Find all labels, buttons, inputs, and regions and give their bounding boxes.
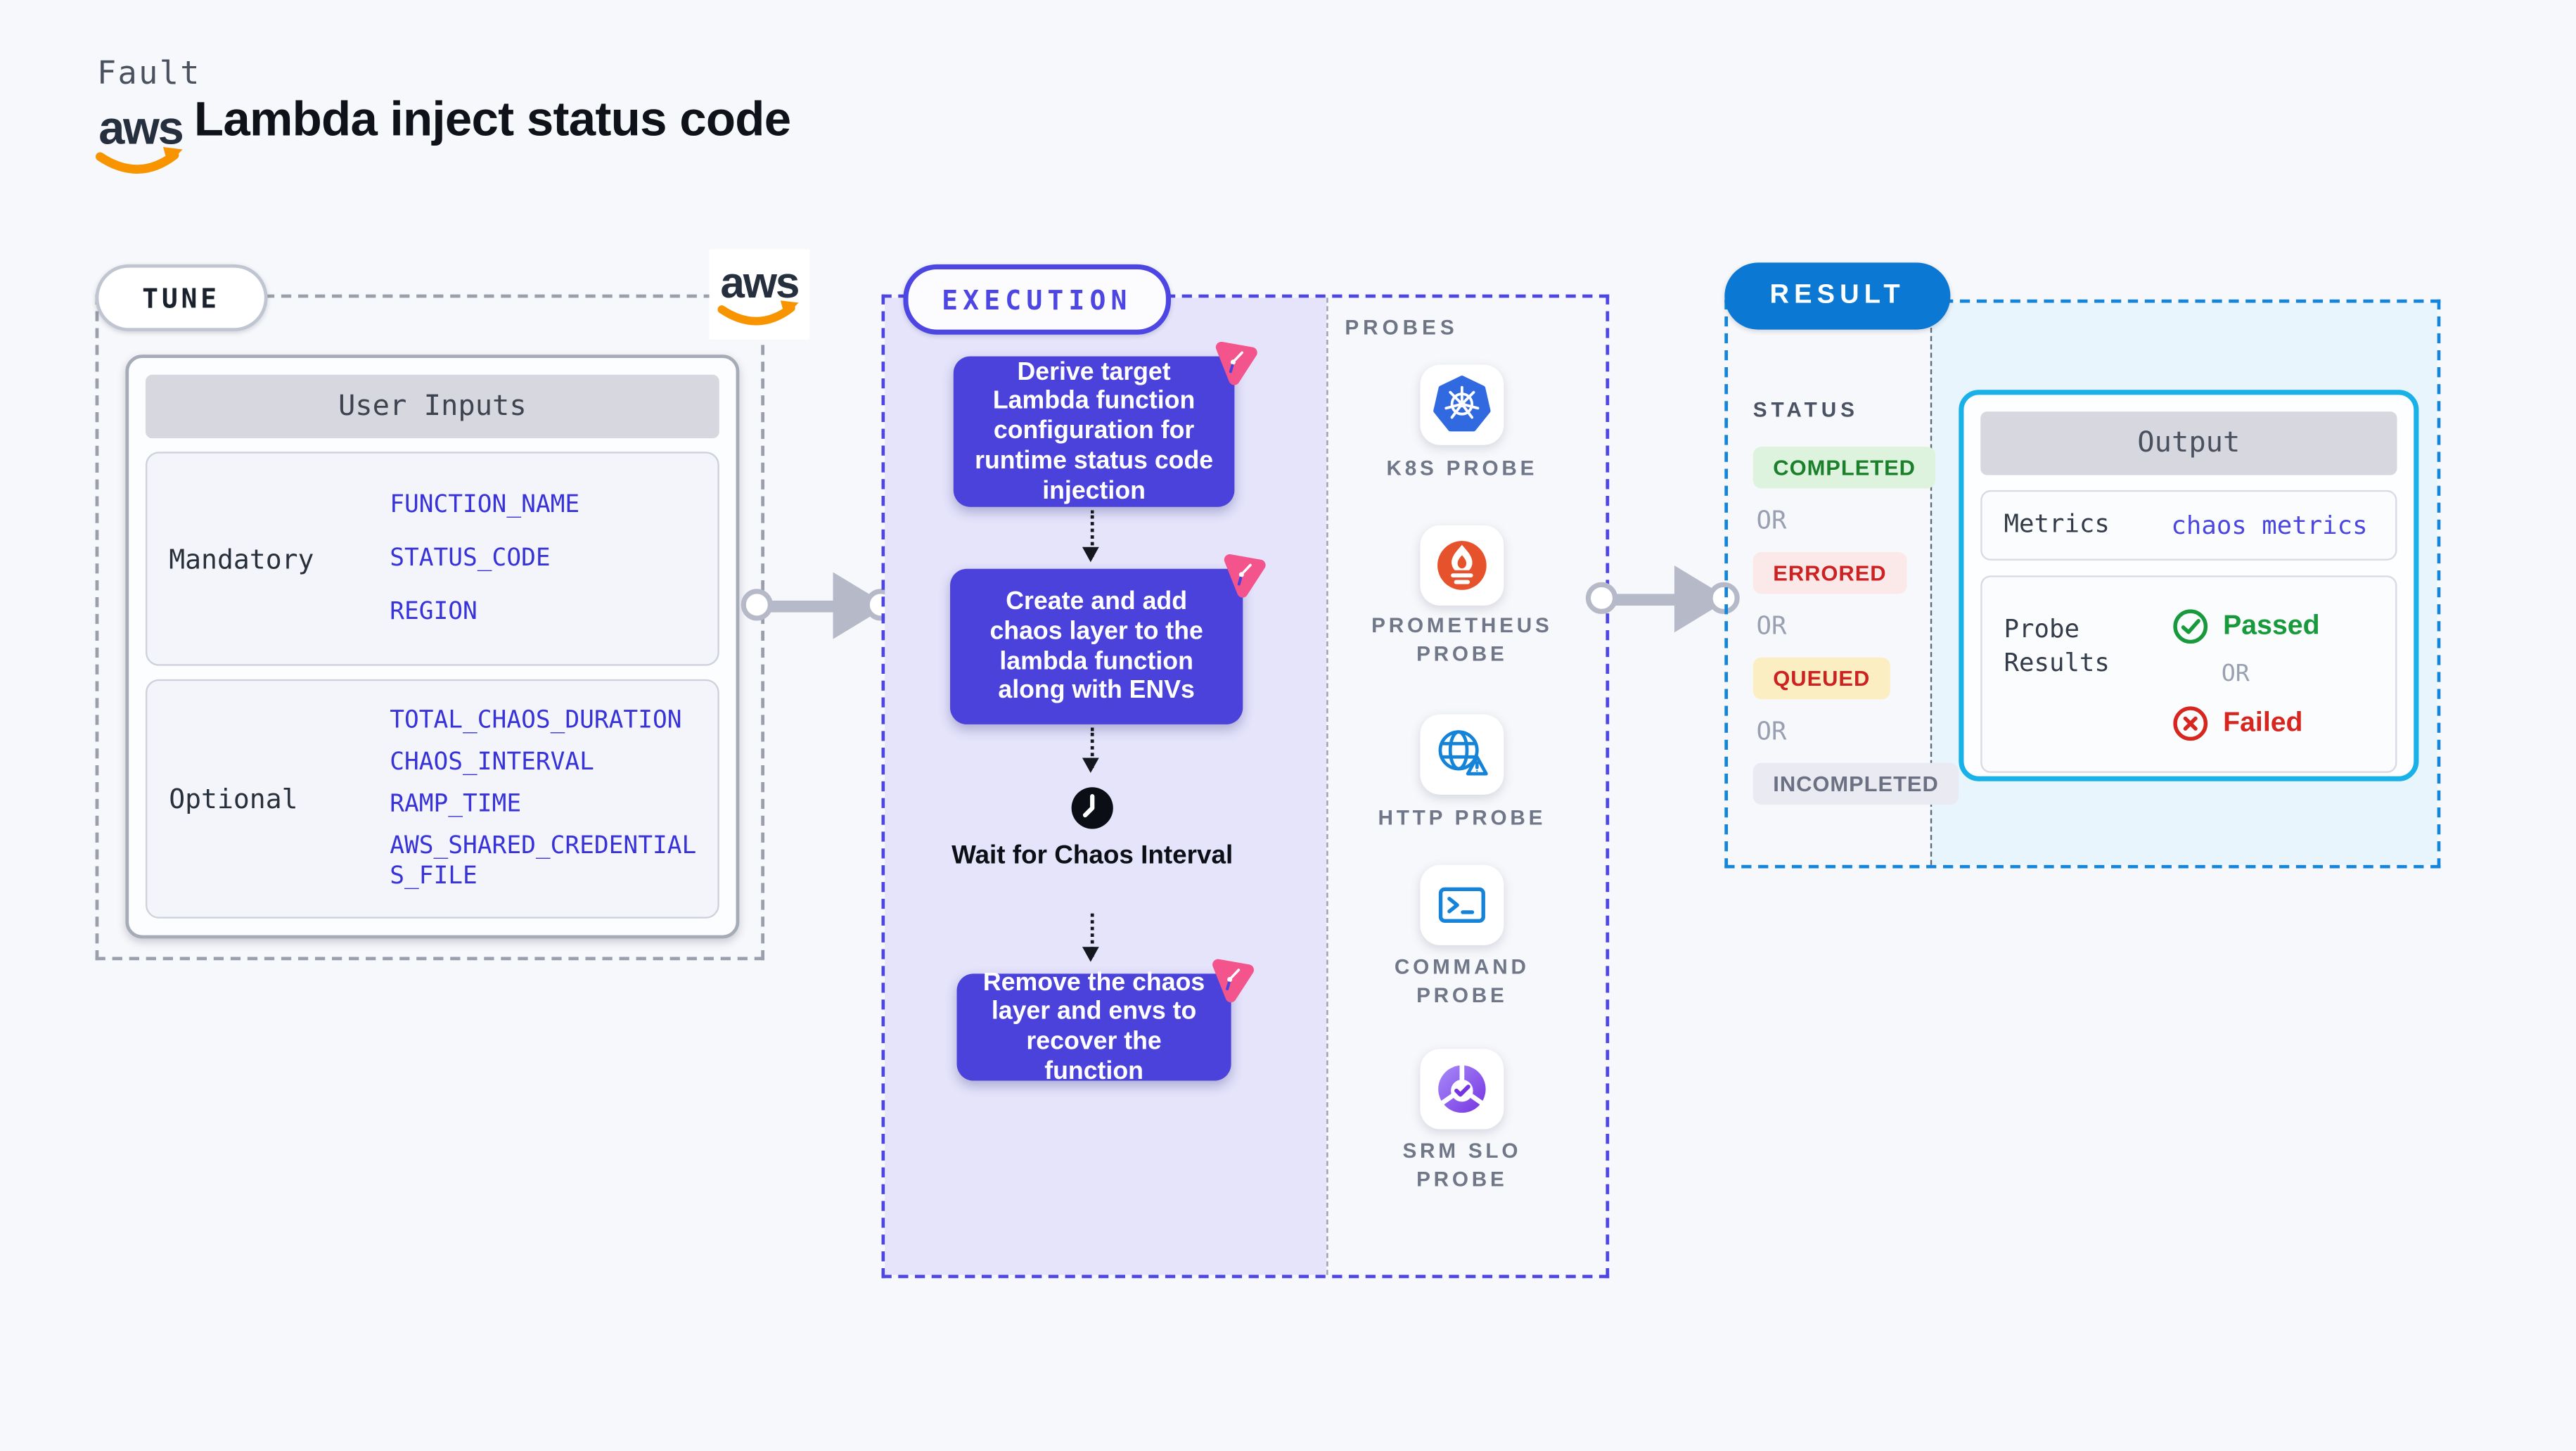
mandatory-params: FUNCTION_NAME STATUS_CODE REGION	[390, 454, 717, 665]
param: STATUS_CODE	[390, 545, 551, 573]
or-separator: OR	[1756, 716, 1787, 746]
litmus-chaos-icon	[1214, 544, 1275, 605]
srm-slo-icon	[1420, 1049, 1504, 1130]
wait-for-chaos-interval-label: Wait for Chaos Interval	[951, 841, 1233, 870]
param: FUNCTION_NAME	[390, 492, 580, 519]
passed-row: Passed	[2171, 606, 2395, 645]
result-section-pill: RESULT	[1724, 262, 1950, 330]
optional-params: TOTAL_CHAOS_DURATION CHAOS_INTERVAL RAMP…	[390, 681, 717, 916]
status-column-title: STATUS	[1752, 398, 1859, 422]
param: RAMP_TIME	[390, 791, 522, 818]
param: CHAOS_INTERVAL	[390, 749, 594, 776]
execution-step-3: Remove the chaos layer and envs to recov…	[956, 968, 1231, 1085]
param: REGION	[390, 599, 478, 626]
http-globe-icon	[1420, 714, 1504, 795]
flow-connector	[1082, 727, 1099, 773]
metrics-label: Metrics	[2004, 509, 2110, 539]
x-circle-icon	[2173, 705, 2208, 740]
svg-text:aws: aws	[98, 102, 182, 154]
user-inputs-title: User Inputs	[145, 374, 719, 439]
probe-label: PROMETHEUS PROBE	[1371, 613, 1553, 666]
aws-logo-icon: aws	[92, 97, 189, 184]
failed-label: Failed	[2223, 706, 2303, 737]
fault-kicker: Fault	[96, 55, 201, 92]
status-badge: INCOMPLETED	[1752, 762, 1959, 805]
mandatory-group: Mandatory FUNCTION_NAME STATUS_CODE REGI…	[145, 452, 719, 666]
execution-section-pill: EXECUTION	[903, 264, 1171, 335]
output-title: Output	[1980, 411, 2397, 475]
probe-label: K8S PROBE	[1386, 456, 1538, 480]
probe-label: HTTP PROBE	[1378, 806, 1546, 830]
execution-step-1: Derive target Lambda function configurat…	[953, 356, 1235, 507]
passed-label: Passed	[2223, 609, 2320, 640]
optional-group: Optional TOTAL_CHAOS_DURATION CHAOS_INTE…	[145, 679, 719, 919]
user-inputs-card: User Inputs Mandatory FUNCTION_NAME STAT…	[125, 354, 740, 939]
aws-fault-target-logo: aws	[709, 249, 810, 340]
status-column: STATUS COMPLETED OR ERRORED OR QUEUED OR…	[1752, 398, 1959, 818]
group-label: Optional	[169, 783, 298, 815]
status-badge: QUEUED	[1752, 657, 1890, 700]
command-terminal-icon	[1420, 864, 1504, 945]
status-badge: COMPLETED	[1752, 447, 1936, 489]
param: TOTAL_CHAOS_DURATION	[390, 707, 682, 734]
group-label: Mandatory	[169, 542, 314, 575]
svg-text:aws: aws	[720, 259, 798, 307]
execution-step-2: Create and add chaos layer to the lambda…	[950, 568, 1243, 724]
metrics-row: Metrics chaos metrics	[1980, 490, 2397, 561]
chaos-metrics-link[interactable]: chaos metrics	[2171, 510, 2368, 541]
check-circle-icon	[2173, 608, 2208, 643]
flow-connector	[1082, 510, 1099, 563]
clock-icon	[1069, 785, 1116, 832]
output-card: Output Metrics chaos metrics Probe Resul…	[1959, 390, 2419, 781]
probe-results-row: Probe Results Passed OR Faile	[1980, 575, 2397, 773]
prometheus-icon	[1420, 525, 1504, 606]
flow-connector	[1082, 913, 1099, 962]
probe-results-label: Probe Results	[2004, 613, 2110, 677]
or-separator: OR	[1756, 611, 1787, 641]
probes-column-title: PROBES	[1345, 316, 1459, 340]
litmus-chaos-icon	[1206, 331, 1267, 392]
tune-section	[95, 294, 765, 961]
probe-results-values: Passed OR Failed	[2171, 577, 2395, 772]
status-badge: ERRORED	[1752, 551, 1907, 594]
param: AWS_SHARED_CREDENTIALS_FILE	[390, 833, 697, 890]
probe-label: SRM SLO PROBE	[1402, 1139, 1522, 1191]
page-title: Lambda inject status code	[193, 94, 791, 148]
aws-logo-icon: aws	[717, 259, 800, 326]
or-separator: OR	[2221, 660, 2250, 688]
probes-panel	[1326, 298, 1606, 1275]
or-separator: OR	[1756, 505, 1787, 536]
kubernetes-icon	[1420, 364, 1504, 445]
failed-row: Failed	[2171, 703, 2395, 742]
probe-label: COMMAND PROBE	[1394, 955, 1530, 1007]
litmus-chaos-icon	[1203, 948, 1264, 1009]
tune-section-pill: TUNE	[95, 264, 267, 331]
